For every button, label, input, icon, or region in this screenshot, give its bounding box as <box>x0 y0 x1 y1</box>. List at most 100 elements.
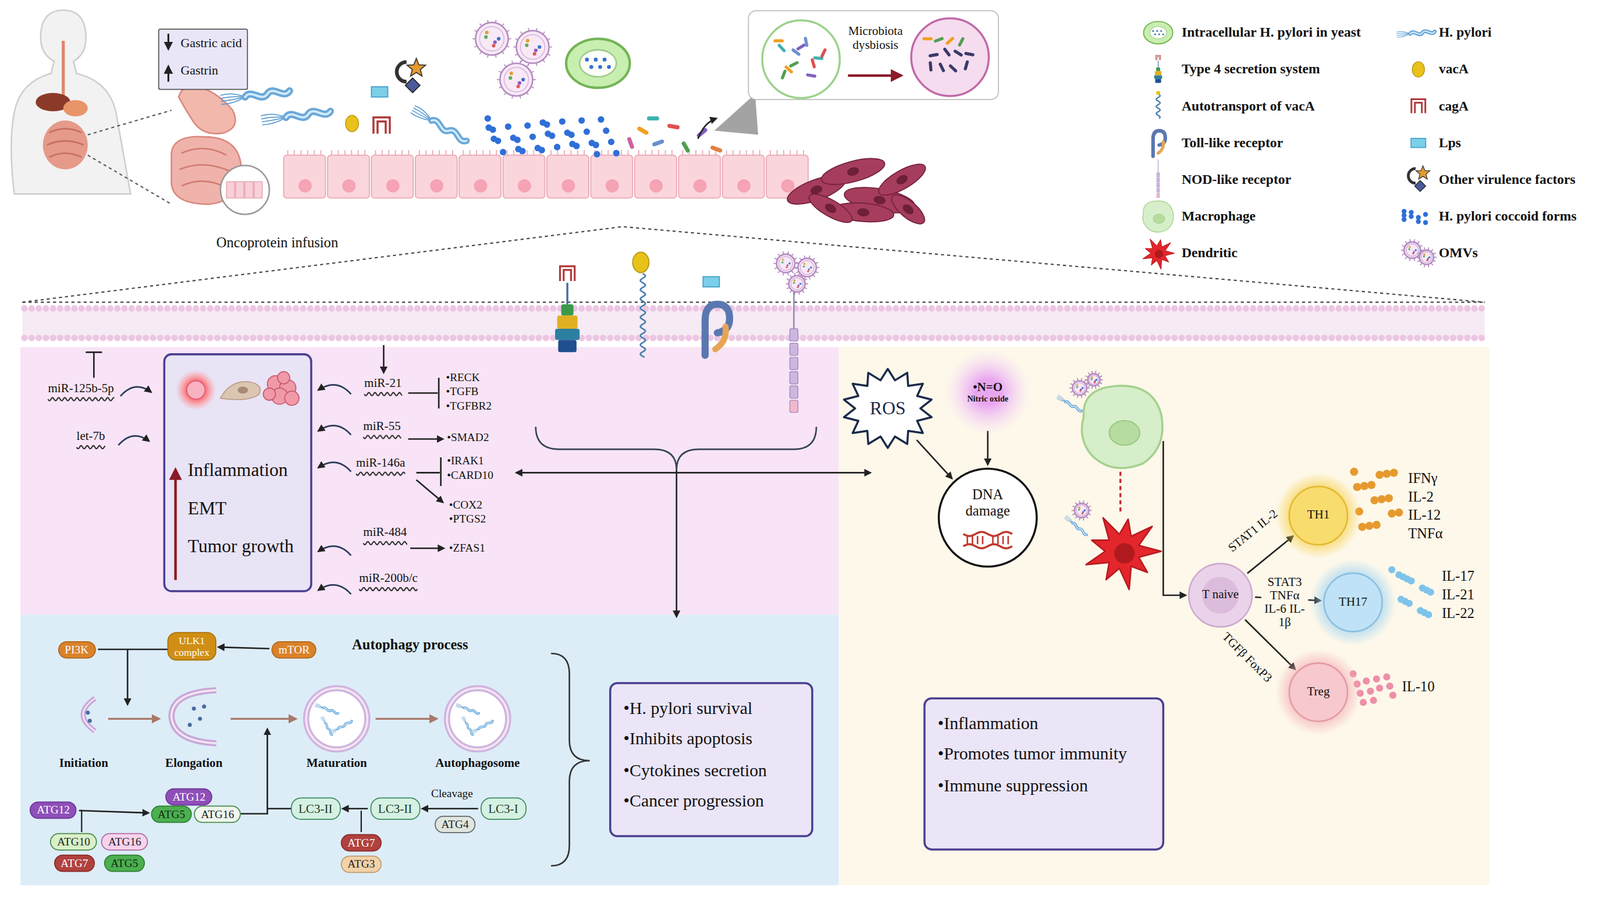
cytokine <box>1372 520 1381 529</box>
lipid-head <box>1285 334 1292 341</box>
bacterium-highlight <box>1072 522 1088 536</box>
mirna-label: miR-55 <box>363 419 401 434</box>
cell-nucleus <box>561 179 575 193</box>
cytokine <box>1382 469 1391 478</box>
microvillus <box>462 150 464 156</box>
connector-arrow <box>986 430 989 465</box>
lipid-head <box>1049 304 1056 312</box>
intracellular-bacterium <box>606 65 611 70</box>
lipid-head <box>264 334 271 341</box>
microbe-rod <box>928 52 940 58</box>
lipid-head <box>442 334 450 341</box>
lipid-head <box>1178 304 1185 312</box>
microvillus <box>671 150 673 156</box>
lipid-head <box>592 334 600 341</box>
nod-segment <box>1156 193 1160 198</box>
lipid-head <box>114 334 121 341</box>
microbe <box>805 73 817 78</box>
microvillus <box>513 150 515 156</box>
cytokine <box>1386 682 1394 690</box>
lipid-head <box>785 304 792 312</box>
lipid-head <box>499 304 507 312</box>
lipid-head <box>35 304 42 312</box>
coccoid-form <box>539 119 546 126</box>
microvillus <box>783 150 785 156</box>
legend-text: Dendritic <box>1181 243 1238 263</box>
lipid-head <box>1449 304 1457 312</box>
omv-cargo <box>786 264 789 267</box>
t4ss-part <box>561 304 574 316</box>
microvillus <box>627 150 629 156</box>
intracellular-bacterium <box>1156 30 1158 32</box>
microvillus <box>570 150 572 156</box>
lipid-head <box>28 334 35 341</box>
text-label: IL-22 <box>1441 605 1475 622</box>
lipid-head <box>157 334 164 341</box>
bacterium-highlight <box>324 722 333 735</box>
epithelial-cell <box>590 155 633 199</box>
microbe-rod <box>646 116 660 121</box>
lipid-head <box>535 304 542 312</box>
lipid-head <box>778 334 785 341</box>
lipid-head <box>1078 334 1085 341</box>
lipid-head <box>42 334 49 341</box>
microbe <box>810 58 817 69</box>
microbe <box>636 125 650 136</box>
t4ss-part <box>1154 75 1162 80</box>
cancer-cell-body <box>887 189 930 229</box>
lipid-head <box>1428 304 1435 312</box>
tlr-shape <box>715 326 726 350</box>
bacterium-highlight <box>430 118 468 143</box>
lipid-head <box>385 304 393 312</box>
microvillus <box>506 150 508 156</box>
legend-text: H. pylori coccoid forms <box>1438 207 1577 226</box>
node-text: Nitric oxide <box>966 394 1009 404</box>
omv-inner <box>1076 505 1087 516</box>
inflamed-cell <box>175 369 217 411</box>
lipid-head <box>314 304 321 312</box>
microbe <box>963 59 970 71</box>
lipid-head <box>663 304 671 312</box>
microbe <box>803 36 809 48</box>
zoom-triangle <box>714 93 759 135</box>
lipid-head <box>135 334 142 341</box>
lipid-head <box>149 304 156 312</box>
lipid-head <box>464 304 471 312</box>
curved-arrow <box>318 546 351 556</box>
lipid-head <box>878 334 885 341</box>
lipid-head <box>628 304 635 312</box>
lipid-head <box>685 304 692 312</box>
lipid-head <box>1399 334 1407 341</box>
omv-cargo <box>1408 248 1411 251</box>
node-text: •Cancer progression <box>623 791 804 813</box>
dna-rung <box>966 535 969 544</box>
pointer-arrow <box>698 118 717 140</box>
lipid-head <box>257 334 264 341</box>
lipid-head <box>371 334 378 341</box>
omv-cargo <box>808 268 811 271</box>
lipid-head <box>999 334 1006 341</box>
lipid-head <box>864 304 871 312</box>
omv-cargo <box>797 284 800 287</box>
lipid-head <box>207 334 214 341</box>
cancer-cell-nucleus <box>845 165 860 177</box>
omv-icon <box>773 251 798 276</box>
coccoid-form <box>484 115 492 122</box>
t-cell <box>1289 663 1348 722</box>
lipid-head <box>349 334 357 341</box>
microbe-rod <box>651 139 665 148</box>
lipid-head <box>992 334 999 341</box>
lipid-head <box>1435 304 1442 312</box>
lipid-head <box>1271 304 1278 312</box>
microvillus <box>495 150 497 156</box>
cytokine <box>1359 698 1367 706</box>
omv-membrane <box>499 63 533 96</box>
human-figure <box>11 10 131 195</box>
lipid-head <box>649 304 657 312</box>
yeast-wall <box>566 38 630 88</box>
t4ss-part <box>1156 67 1161 71</box>
microbe-rod <box>948 64 958 74</box>
lipid-head <box>749 304 757 312</box>
omv-cargo <box>496 37 501 41</box>
bacterium-highlight <box>465 722 474 735</box>
